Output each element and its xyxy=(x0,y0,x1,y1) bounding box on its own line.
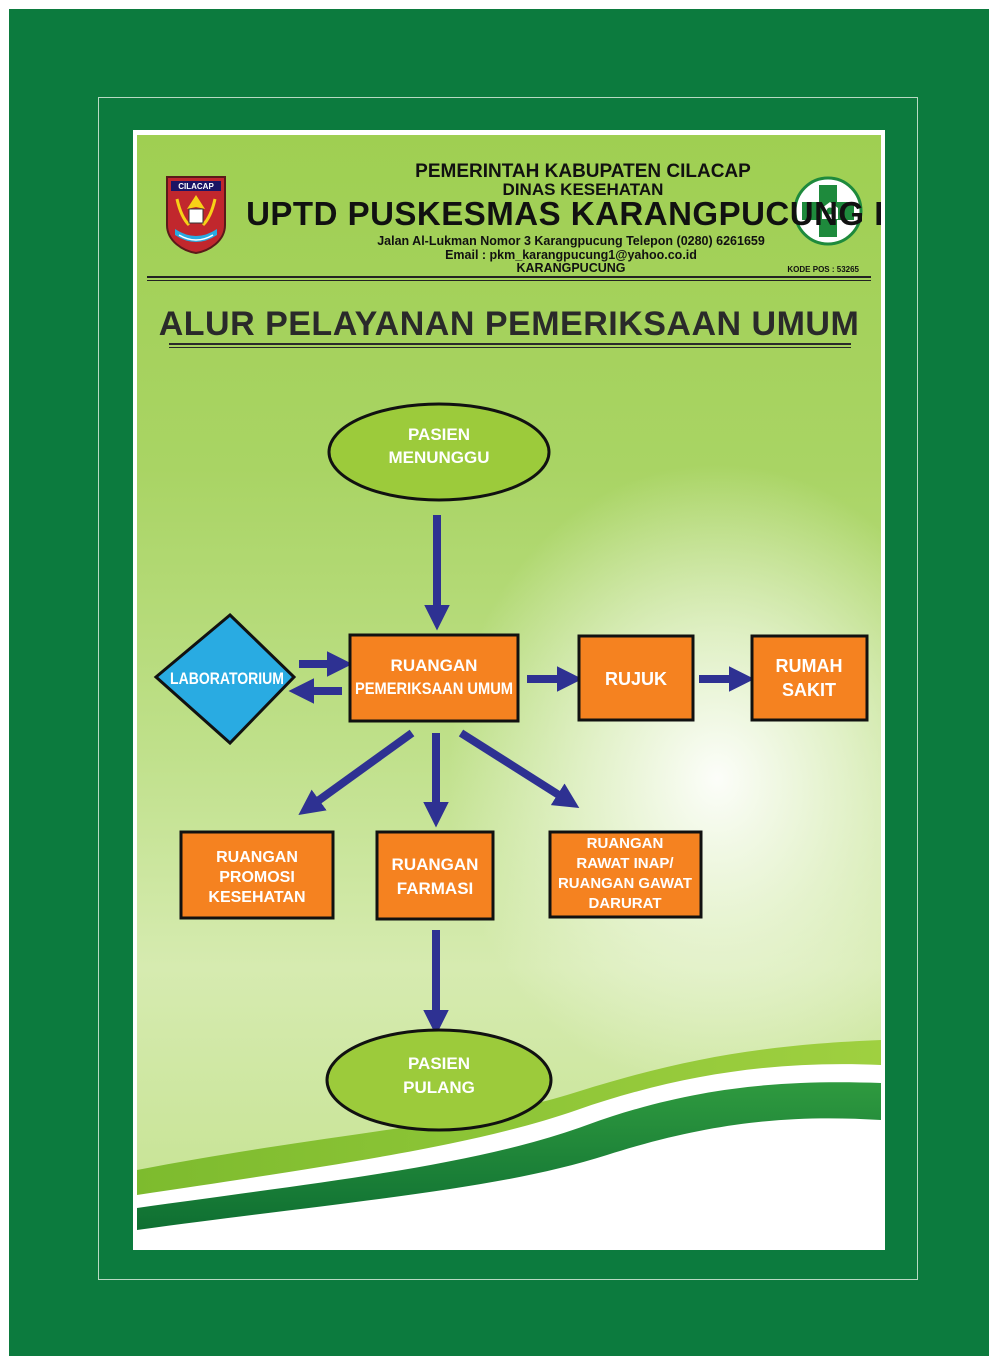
node-rujuk: RUJUK xyxy=(577,634,695,722)
arrow-pemeriksaan-to-rawat-inap xyxy=(458,729,580,808)
header-email: Email : pkm_karangpucung1@yahoo.co.id xyxy=(445,248,697,262)
poster: CILACAP PEMERINTAH KABUPATEN CILACAP DIN… xyxy=(133,130,885,1250)
node-label: RUMAH xyxy=(776,656,843,676)
node-ruangan-rawat-inap-gawat-darurat: RUANGAN RAWAT INAP/ RUANGAN GAWAT DARURA… xyxy=(548,830,703,919)
node-pasien-pulang: PASIEN PULANG xyxy=(325,1028,553,1132)
node-label: RUANGAN GAWAT xyxy=(558,875,692,892)
node-label: PASIEN xyxy=(408,1054,470,1073)
node-label: PEMERIKSAAN UMUM xyxy=(355,679,513,698)
puskesmas-logo-icon xyxy=(793,176,863,246)
arrow-pemeriksaan-to-promosi xyxy=(298,729,415,815)
page-title: ALUR PELAYANAN PEMERIKSAAN UMUM xyxy=(158,305,860,343)
title-underline xyxy=(169,343,851,345)
node-label: PULANG xyxy=(403,1078,475,1097)
header-line-department: DINAS KESEHATAN xyxy=(502,180,664,199)
node-label: DARURAT xyxy=(588,895,661,912)
header-line-government: PEMERINTAH KABUPATEN CILACAP xyxy=(415,161,751,182)
header-rule-thin xyxy=(147,280,871,281)
node-rumah-sakit: RUMAH SAKIT xyxy=(750,634,869,722)
node-label: MENUNGGU xyxy=(388,448,489,467)
cilacap-emblem-icon: CILACAP xyxy=(166,176,226,255)
node-label: LABORATORIUM xyxy=(170,669,284,688)
node-label: KESEHATAN xyxy=(208,889,305,906)
poster-background: CILACAP PEMERINTAH KABUPATEN CILACAP DIN… xyxy=(137,135,881,1245)
title-underline-thin xyxy=(169,347,851,348)
node-label: PROMOSI xyxy=(219,869,295,886)
node-ruangan-pemeriksaan-umum: RUANGAN PEMERIKSAAN UMUM xyxy=(348,633,520,723)
header-town: KARANGPUCUNG xyxy=(516,261,626,275)
node-ruangan-farmasi: RUANGAN FARMASI xyxy=(375,830,495,921)
node-label: RUJUK xyxy=(605,669,667,689)
emblem-label: CILACAP xyxy=(178,182,214,191)
node-label: SAKIT xyxy=(782,680,836,700)
node-label: RUANGAN xyxy=(587,835,664,852)
node-pasien-menunggu: PASIEN MENUNGGU xyxy=(327,402,551,502)
node-label: RUANGAN xyxy=(392,855,479,874)
node-label: FARMASI xyxy=(397,879,474,898)
node-label: RAWAT INAP/ xyxy=(576,855,674,872)
flowchart: PASIEN MENUNGGU LABORATORIUM RUANGAN PEM… xyxy=(153,402,869,1132)
flow-arrows xyxy=(288,515,755,1036)
node-laboratorium: LABORATORIUM xyxy=(153,612,297,746)
header-postcode: KODE POS : 53265 xyxy=(787,265,859,274)
node-label: RUANGAN xyxy=(391,656,478,675)
node-ruangan-promosi-kesehatan: RUANGAN PROMOSI KESEHATAN xyxy=(179,830,335,920)
inner-border-line xyxy=(98,97,918,1280)
header-rule xyxy=(147,276,871,278)
node-label: PASIEN xyxy=(408,425,470,444)
header-address: Jalan Al-Lukman Nomor 3 Karangpucung Tel… xyxy=(377,234,765,248)
bottom-wave-decoration xyxy=(137,1040,881,1245)
node-label: RUANGAN xyxy=(216,849,298,866)
header-line-institution: UPTD PUSKESMAS KARANGPUCUNG I xyxy=(246,195,881,232)
